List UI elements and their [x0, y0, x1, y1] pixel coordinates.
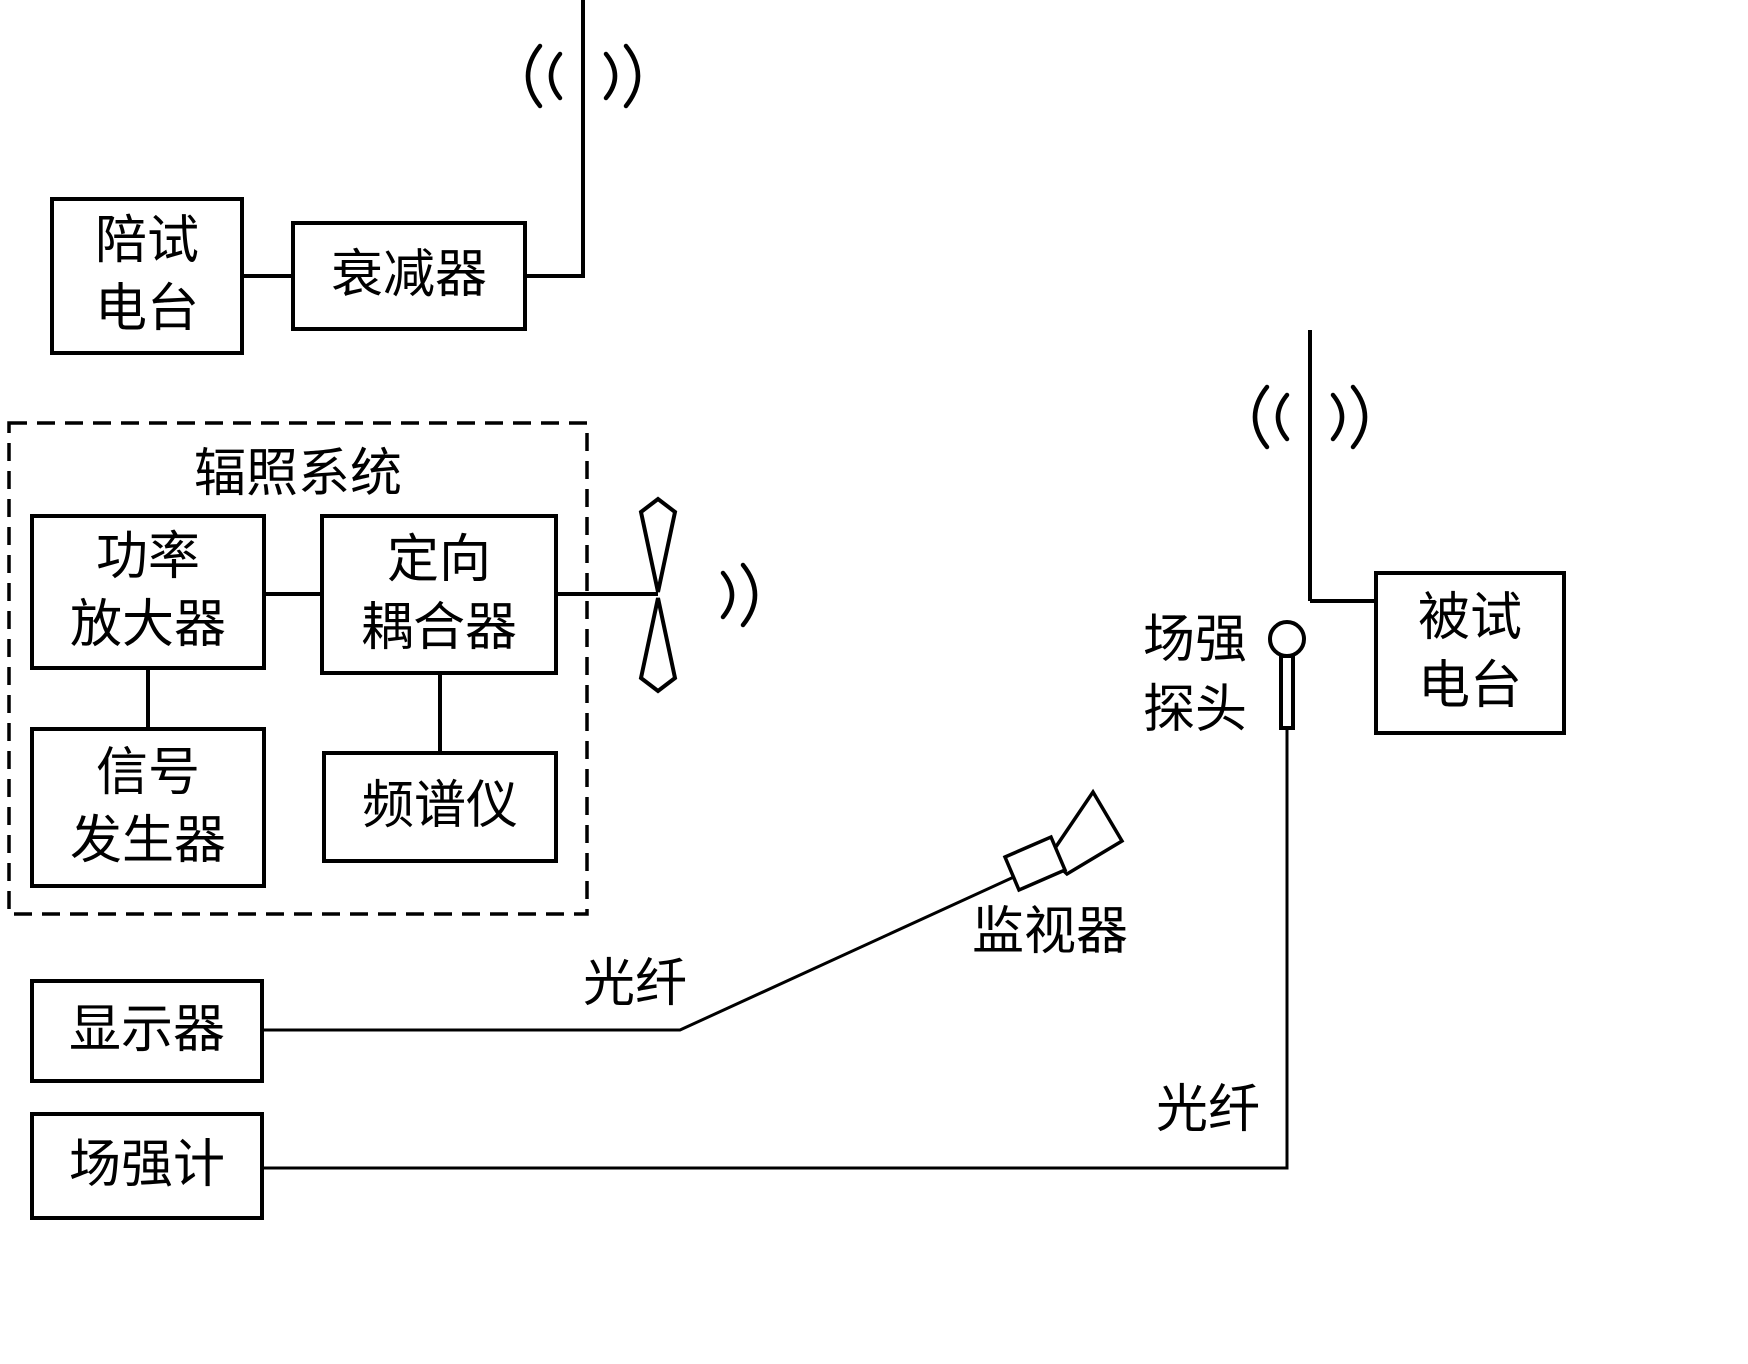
bowtie-antenna-icon [638, 496, 678, 694]
right-antenna-wave-icon [1252, 384, 1368, 450]
directional-coupler-box: 定向 耦合器 [320, 514, 558, 675]
attenuator-box: 衰减器 [291, 221, 527, 331]
field-strength-meter-box: 场强计 [30, 1112, 264, 1220]
irradiation-system-label: 辐照系统 [193, 446, 402, 503]
field-probe-label: 场强 探头 [1142, 612, 1247, 740]
signal-generator-box: 信号 发生器 [30, 727, 266, 888]
fiber-probe-meter-line [263, 728, 1289, 1170]
companion-radio-box: 陪试 电台 [50, 197, 244, 355]
field-probe-icon [1268, 620, 1306, 730]
left-antenna-wave-icon [525, 43, 641, 109]
spectrum-analyzer-box: 频谱仪 [322, 751, 558, 863]
irradiation-system-dashed-border [7, 421, 589, 916]
display-box: 显示器 [30, 979, 264, 1083]
fiber-display-monitor-line [263, 874, 1017, 1032]
monitor-camera-icon [1002, 788, 1125, 893]
radio-under-test-box: 被试 电台 [1374, 571, 1566, 735]
fiber-monitor-label: 光纤 [582, 956, 687, 1013]
power-amplifier-box: 功率 放大器 [30, 514, 266, 670]
fiber-lines [263, 728, 1289, 1170]
monitor-label: 监视器 [971, 904, 1128, 961]
connector-wires [146, 0, 1374, 751]
fiber-meter-label: 光纤 [1155, 1082, 1260, 1139]
bowtie-wave-icon [720, 562, 758, 628]
